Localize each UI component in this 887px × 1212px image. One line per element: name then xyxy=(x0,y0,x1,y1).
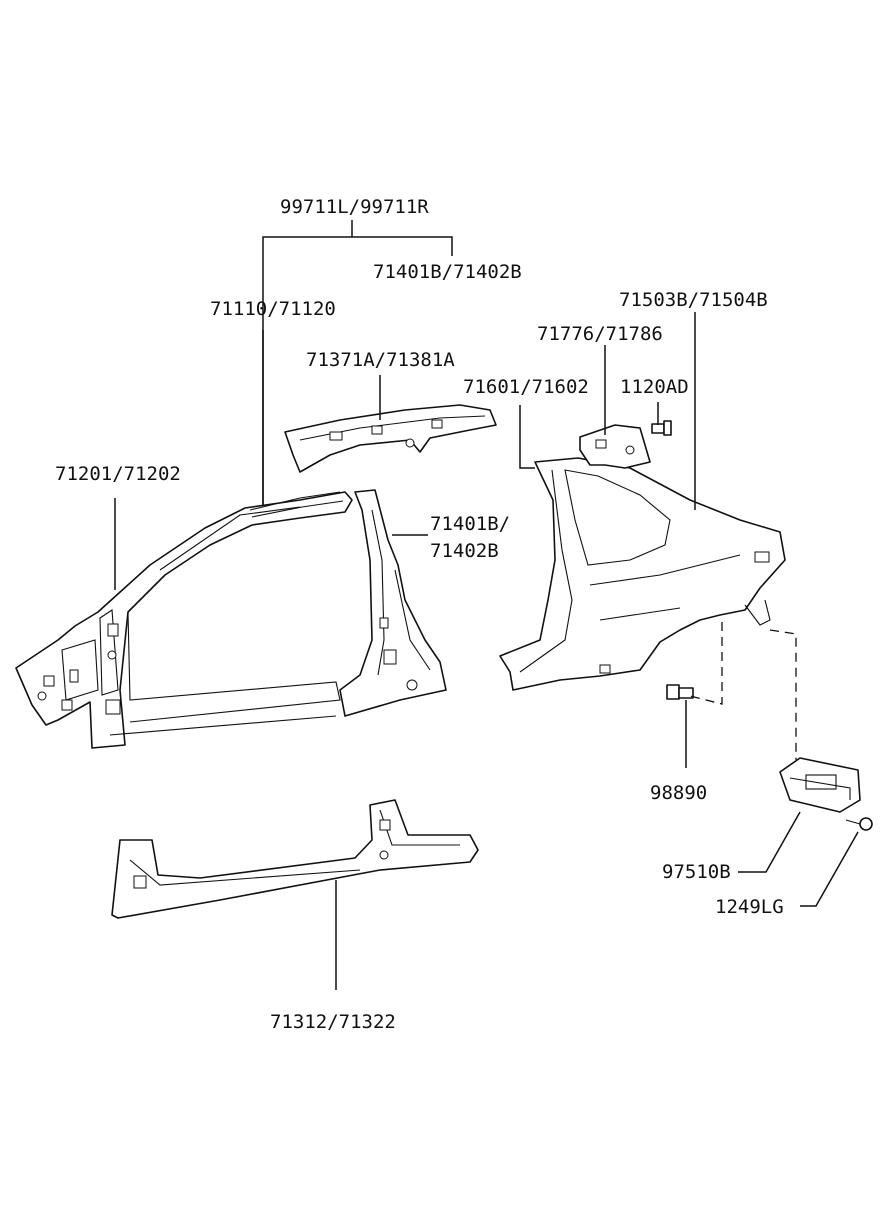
label-71401b-71402b-top: 71401B/71402B xyxy=(373,261,522,283)
label-71503b-71504b: 71503B/71504B xyxy=(619,289,768,311)
front-side-panel-part xyxy=(15,491,353,749)
label-71776-71786: 71776/71786 xyxy=(537,323,663,345)
screw-part-1249lg xyxy=(845,817,873,831)
label-1120ad: 1120AD xyxy=(620,376,689,398)
grommet-part-98890 xyxy=(666,684,694,700)
label-99711l-99711r: 99711L/99711R xyxy=(280,196,429,218)
label-71312-71322: 71312/71322 xyxy=(270,1011,396,1033)
center-pillar-part xyxy=(339,489,447,717)
label-71110-71120: 71110/71120 xyxy=(210,298,336,320)
label-71371a-71381a: 71371A/71381A xyxy=(306,349,455,371)
label-71201-71202: 71201/71202 xyxy=(55,463,181,485)
bolt-part-1120ad xyxy=(651,420,672,436)
quarter-bracket-part xyxy=(579,424,651,469)
label-98890: 98890 xyxy=(650,782,707,804)
roof-rail-part xyxy=(249,491,344,518)
roof-side-inner-part xyxy=(284,404,497,473)
quarter-panel-part xyxy=(499,457,786,691)
label-71401b-mid-line1: 71401B/ xyxy=(430,513,510,535)
side-sill-part xyxy=(111,799,479,919)
label-71601-71602: 71601/71602 xyxy=(463,376,589,398)
ventilator-part-97510b xyxy=(779,757,861,813)
label-1249lg: 1249LG xyxy=(715,896,784,918)
label-71401b-mid-line2: 71402B xyxy=(430,540,499,562)
label-97510b: 97510B xyxy=(662,861,731,883)
leader-lines xyxy=(114,220,859,990)
